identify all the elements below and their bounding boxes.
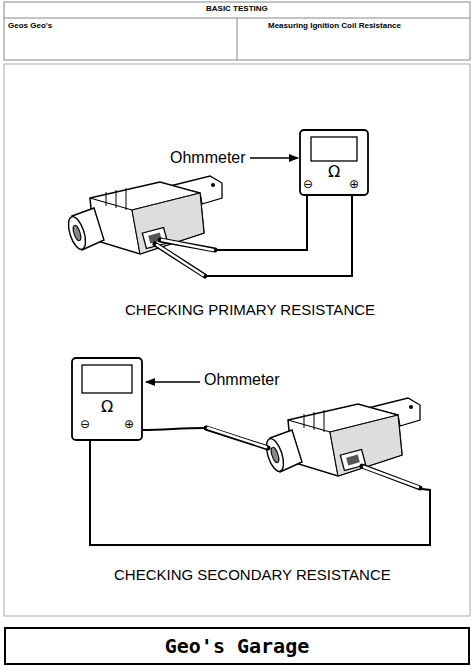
figure-caption: CHECKING PRIMARY RESISTANCE (125, 302, 375, 319)
terminal-sign: ⊖ (303, 178, 313, 191)
title-box: Geo's Garage (4, 627, 470, 665)
ohm-symbol: Ω (328, 163, 340, 181)
ohm-symbol: Ω (101, 398, 113, 416)
terminal-sign: ⊕ (124, 418, 134, 431)
part-label: Ohmmeter (170, 149, 246, 167)
header-cell: Measuring Ignition Coil Resistance (268, 22, 401, 31)
terminal-sign: ⊖ (80, 418, 90, 431)
part-label: Ohmmeter (204, 371, 280, 389)
header-cell: Geos Geo's (8, 22, 52, 31)
figure-caption: CHECKING SECONDARY RESISTANCE (114, 567, 391, 584)
box-text: Geo's Garage (165, 634, 310, 658)
header-title: BASIC TESTING (206, 5, 268, 14)
terminal-sign: ⊕ (349, 178, 359, 191)
